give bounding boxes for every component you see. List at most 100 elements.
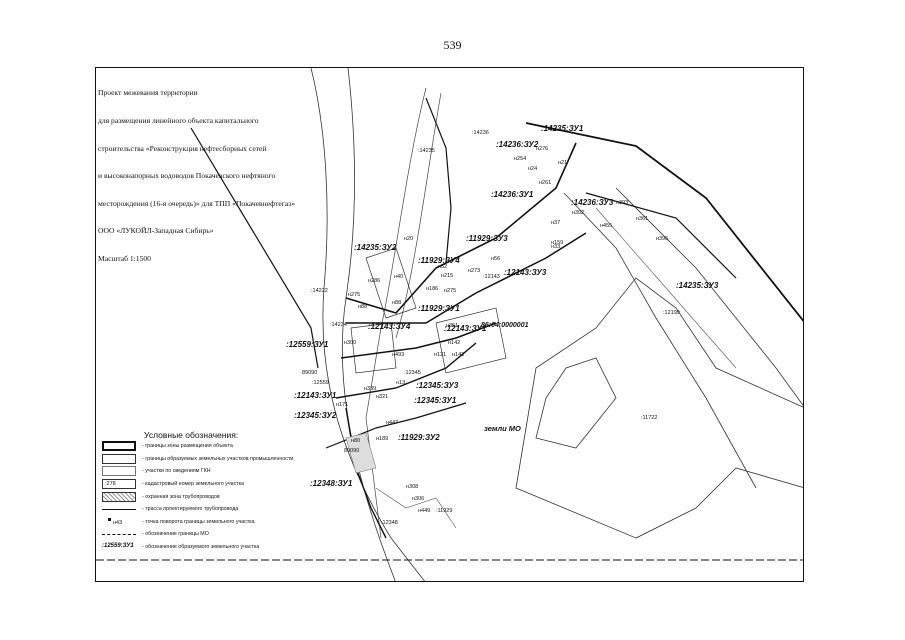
legend-item: - участки по сведениям ГКН	[102, 465, 332, 478]
point-label: н393	[616, 200, 629, 206]
legend-bold-box-symbol	[102, 441, 136, 452]
parcel-label: :12345:ЗУ2	[294, 411, 337, 420]
legend-text: - охранная зона трубопроводов	[142, 493, 220, 500]
corridor-west-4	[395, 92, 442, 339]
cadastral-label: :14236	[472, 130, 489, 136]
pipeline-north	[425, 97, 452, 264]
legend-item: - границы образуемых земельных участков …	[102, 453, 332, 466]
corridor-west-1	[310, 68, 425, 581]
parcel-label: :14235:ЗУ3	[676, 281, 719, 290]
point-label: н21	[558, 160, 568, 166]
cadastral-label: :14222	[311, 288, 328, 294]
legend-item: - трасса проектируемого трубопровода	[102, 503, 332, 516]
cadastral-label: :12348	[381, 520, 398, 526]
parcel-label: :12559:ЗУ1	[286, 340, 329, 349]
cadastral-label: :12143	[483, 274, 500, 280]
point-label: н254	[514, 156, 527, 162]
legend-symbol-label: н43	[113, 519, 123, 526]
legend-text: - границы зоны размещения объекта	[142, 443, 233, 450]
cadastral-label: :12345	[404, 370, 421, 376]
legend-thin-box-symbol	[102, 453, 136, 464]
legend-dash-line-symbol	[102, 529, 136, 539]
point-label: н159	[551, 240, 564, 246]
legend-text: - точка поворота границы земельного учас…	[142, 518, 255, 525]
legend-text: - участки по сведениям ГКН	[142, 468, 211, 475]
parcel-label: :12143:ЗУ1	[294, 391, 337, 400]
cadastral-label: :11722	[641, 415, 658, 421]
point-label: н493	[392, 352, 405, 358]
legend-item: н43 - точка поворота границы земельного …	[102, 516, 332, 529]
point-label: н88	[392, 300, 402, 306]
parcel-label: :12143:ЗУ1	[444, 324, 487, 333]
point-label: н24	[528, 166, 538, 172]
point-label: н275	[444, 288, 457, 294]
parcel-label: :11929:ЗУ3	[466, 234, 508, 243]
cadastral-label: :14234	[330, 322, 347, 328]
point-label: н52	[438, 264, 448, 270]
point-label: н215	[441, 273, 454, 279]
point-label: н321	[376, 394, 389, 400]
mo-land-label: земли МО	[484, 424, 521, 433]
point-label: н189	[376, 436, 389, 442]
point-label: н37	[551, 220, 561, 226]
pipeline-main-3	[340, 322, 497, 359]
legend-item: :12559:ЗУ1 - обозначение образуемого зем…	[102, 541, 332, 554]
point-label: н171	[336, 402, 349, 408]
point-label: н261	[539, 180, 552, 186]
parcel-label: :14236:ЗУ3	[571, 198, 614, 207]
title-line: строительства «Реконструкция нефтесборны…	[98, 143, 267, 153]
legend-item: - обозначение границы МО	[102, 528, 332, 541]
legend-item: - охранная зона трубопроводов	[102, 490, 332, 503]
mo-inner-outline	[535, 357, 617, 449]
point-label: н121	[434, 352, 447, 358]
point-label: н40	[394, 274, 404, 280]
point-label: н273	[468, 268, 481, 274]
road-outline-east-3	[595, 207, 737, 369]
title-line: Проект межевания территории	[98, 88, 198, 98]
cadastral-label: :12199	[663, 310, 680, 316]
pipeline-main-1	[345, 142, 577, 314]
point-label: н396	[656, 236, 669, 242]
legend-text: - границы образуемых земельных участков …	[142, 455, 294, 462]
point-label: н306	[412, 496, 425, 502]
cadastral-label: 89090	[344, 448, 360, 454]
title-line: ООО «ЛУКОЙЛ-Западная Сибирь»	[98, 226, 214, 236]
parcel-label: :14236:ЗУ1	[491, 190, 534, 199]
legend-symbol-label: :12559:ЗУ1	[102, 543, 134, 550]
point-label: н361	[636, 216, 649, 222]
map-drawing	[96, 68, 803, 581]
point-label: н186	[426, 286, 439, 292]
parcel-label: :12143:ЗУ3	[504, 268, 547, 277]
parcel-label: :11929:ЗУ2	[398, 433, 440, 442]
point-label: н351	[446, 323, 459, 329]
pipeline-main-4	[335, 342, 477, 399]
scale-label: Масштаб 1:1500	[98, 254, 151, 264]
parcel-label: :12345:ЗУ3	[416, 381, 459, 390]
point-label: н286	[368, 278, 381, 284]
legend-symbol-label: :278	[105, 481, 116, 488]
parcel-label: :12143:ЗУ4	[368, 322, 411, 331]
cadastral-label: :14235	[418, 148, 435, 154]
road-outline-east-2	[615, 187, 803, 406]
point-label: н339	[364, 386, 377, 392]
parcel-label: :12345:ЗУ1	[414, 396, 457, 405]
cadastral-label: :12559	[312, 380, 329, 386]
legend-text: - кадастровый номер земельного участка	[142, 481, 245, 488]
parcel-outline-3	[435, 307, 507, 374]
protection-zone	[345, 432, 377, 474]
point-label: н33	[551, 244, 561, 250]
point-label: н56	[491, 256, 501, 262]
parcel-outline-1	[365, 247, 417, 319]
point-label: н275	[348, 292, 361, 298]
cadastral-label: :11929	[436, 508, 453, 514]
parcel-label: :12348:ЗУ1	[310, 479, 353, 488]
parcel-label: :14235:ЗУ1	[541, 124, 584, 133]
legend-parcel-label-symbol: :12559:ЗУ1	[102, 542, 136, 552]
parcel-outline-2	[350, 322, 397, 374]
legend-empty-box-symbol	[102, 466, 136, 477]
legend-line-symbol	[102, 504, 136, 514]
legend: Условные обозначения: - границы зоны раз…	[102, 430, 332, 553]
legend-item: - границы зоны размещения объекта	[102, 440, 332, 453]
legend-hatch-box-symbol	[102, 491, 136, 502]
parcel-label: :14236:ЗУ2	[496, 140, 539, 149]
